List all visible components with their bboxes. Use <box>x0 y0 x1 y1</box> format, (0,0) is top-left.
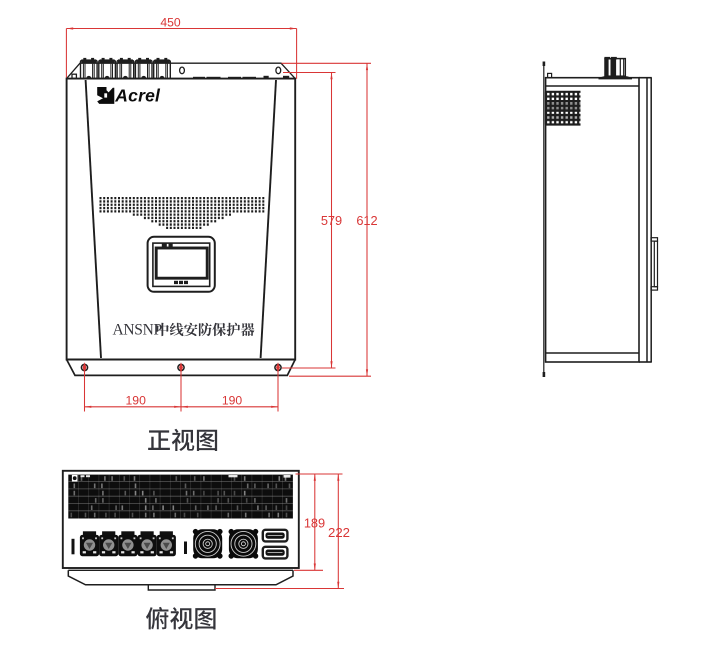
svg-text:612: 612 <box>356 213 377 228</box>
svg-text:222: 222 <box>328 525 350 540</box>
svg-text:Acrel: Acrel <box>114 86 161 106</box>
svg-text:579: 579 <box>321 213 342 228</box>
svg-text:ANSNP: ANSNP <box>113 322 162 339</box>
svg-text:190: 190 <box>126 394 147 408</box>
svg-text:450: 450 <box>160 15 181 29</box>
svg-text:190: 190 <box>222 394 243 408</box>
svg-text:189: 189 <box>304 515 325 530</box>
